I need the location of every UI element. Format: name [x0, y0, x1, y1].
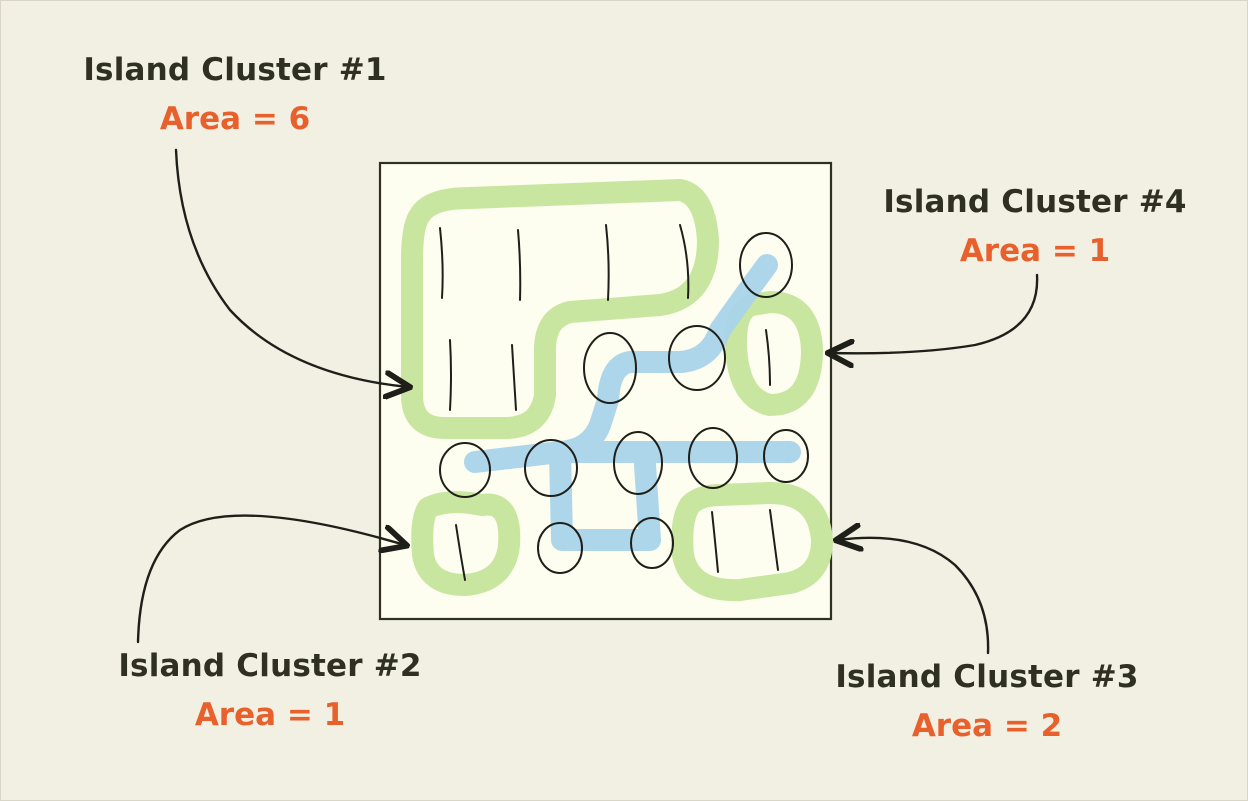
arrow-cluster-2 [136, 514, 405, 644]
island-cluster-2-highlight [411, 491, 521, 596]
cluster-3-title: Island Cluster #3 [835, 659, 1139, 695]
island-highlights [401, 179, 833, 602]
arrow-cluster-3 [838, 538, 990, 655]
cluster-1-area: Area = 6 [159, 101, 311, 137]
island-marks [439, 224, 779, 581]
water-path [464, 254, 801, 551]
arrow-cluster-1 [174, 148, 408, 387]
cluster-3-area: Area = 2 [911, 708, 1063, 744]
water-marks [439, 232, 809, 574]
arrows [136, 148, 1039, 655]
island-cluster-4-highlight [724, 291, 823, 416]
cluster-3-label: Island Cluster #3 Area = 2 [822, 662, 1152, 742]
island-cluster-1-highlight [401, 179, 719, 439]
cluster-1-title: Island Cluster #1 [83, 52, 387, 88]
cluster-4-label: Island Cluster #4 Area = 1 [870, 187, 1200, 267]
cluster-2-area: Area = 1 [194, 697, 346, 733]
cluster-2-title: Island Cluster #2 [118, 648, 422, 684]
cluster-4-area: Area = 1 [959, 233, 1111, 269]
arrow-cluster-4 [830, 273, 1039, 353]
island-cluster-3-highlight [671, 482, 833, 602]
cluster-4-title: Island Cluster #4 [883, 184, 1187, 220]
cluster-2-label: Island Cluster #2 Area = 1 [105, 651, 435, 731]
cluster-1-label: Island Cluster #1 Area = 6 [70, 55, 400, 135]
